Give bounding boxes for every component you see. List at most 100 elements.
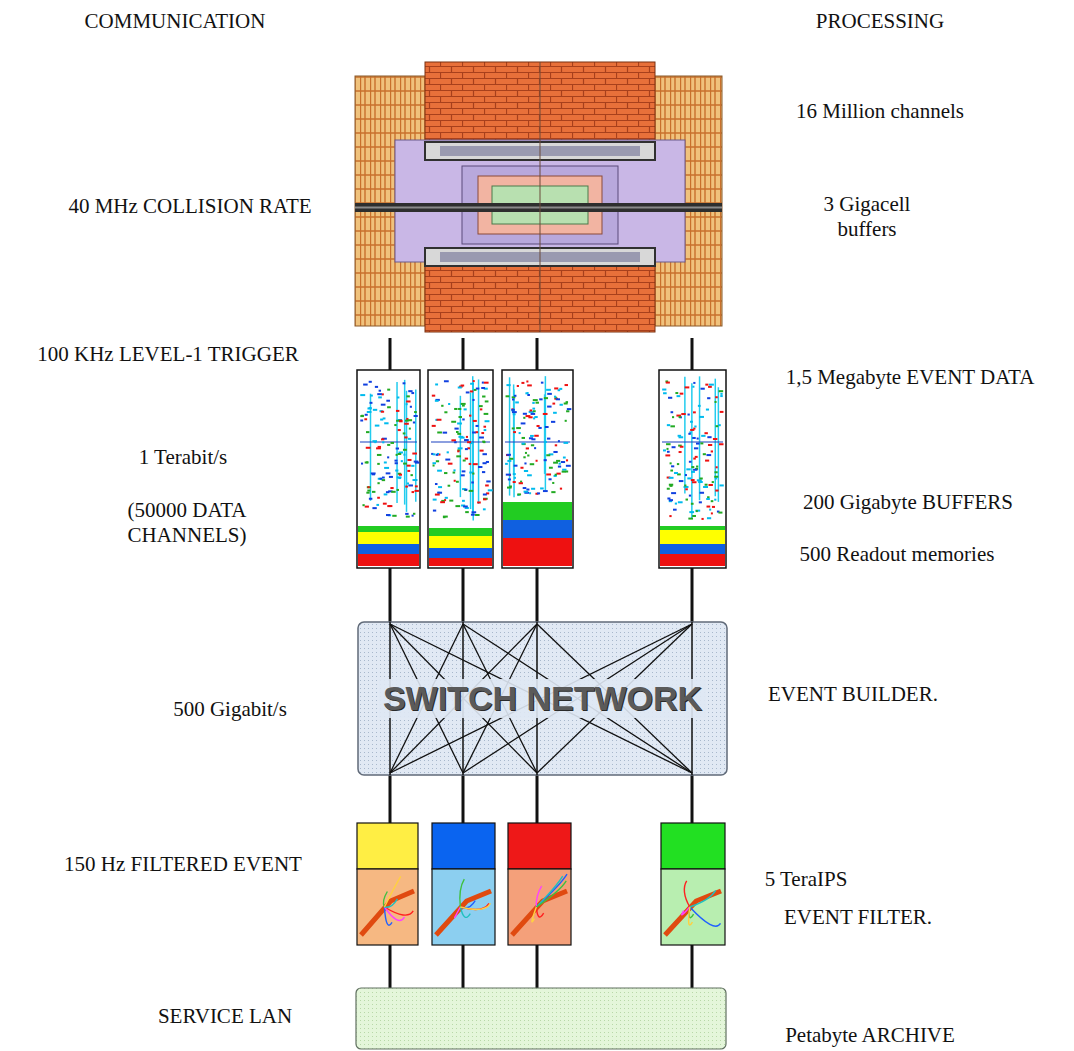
filter-head: [357, 823, 418, 869]
hit-dot: [382, 477, 385, 479]
hit-dot: [692, 437, 696, 439]
hit-dot: [539, 398, 542, 400]
hit-dot: [696, 466, 698, 468]
hit-dot: [397, 396, 399, 398]
hit-dot: [454, 441, 457, 443]
hit-dot: [713, 438, 717, 440]
hit-dot: [403, 449, 407, 451]
hit-dot: [708, 484, 712, 486]
hit-dot: [514, 477, 516, 479]
hit-dot: [377, 482, 379, 484]
hit-dot: [526, 447, 529, 449]
hit-dot: [365, 414, 368, 416]
hit-dot: [707, 436, 711, 438]
readout-memory: [428, 370, 493, 568]
hit-dot: [706, 409, 709, 411]
hit-dot: [433, 510, 436, 512]
hit-dot: [482, 441, 485, 443]
hit-dot: [700, 442, 703, 444]
hit-dot: [379, 390, 381, 392]
hit-dot: [669, 515, 671, 517]
hit-dot: [364, 418, 367, 420]
hit-dot: [435, 400, 439, 402]
hit-dot: [696, 443, 700, 445]
hit-dot: [394, 460, 397, 462]
hit-dot: [566, 465, 571, 467]
buffer-band: [503, 538, 572, 566]
hit-dot: [476, 388, 480, 390]
filter-body: [357, 869, 418, 945]
hit-dot: [688, 518, 693, 520]
hit-dot: [486, 480, 490, 482]
hit-dot: [432, 462, 436, 464]
hit-dot: [408, 438, 411, 440]
hit-dot: [461, 474, 465, 476]
hit-dot: [537, 492, 540, 494]
hit-dot: [681, 413, 685, 415]
hit-dot: [714, 401, 716, 403]
hit-dot: [406, 395, 409, 397]
hit-dot: [720, 411, 724, 413]
hit-dot: [367, 486, 369, 488]
hit-dot: [381, 438, 384, 440]
hit-dot: [378, 446, 381, 448]
hit-dot: [693, 469, 697, 471]
hit-dot: [377, 393, 382, 395]
drawing: [355, 62, 727, 1049]
beam-pipe-core: [355, 207, 722, 209]
hit-dot: [705, 384, 708, 386]
readout-frame: [357, 370, 420, 568]
hit-dot: [697, 438, 699, 440]
hit-dot: [480, 408, 483, 410]
hit-dot: [663, 392, 667, 394]
hit-dot: [703, 486, 708, 488]
buffer-band: [429, 536, 492, 548]
hit-dot: [508, 478, 511, 480]
hit-dot: [689, 495, 691, 497]
hit-dot: [484, 429, 487, 431]
hit-dot: [558, 440, 560, 442]
buffer-band: [503, 520, 572, 538]
buffer-band: [660, 526, 725, 530]
hit-dot: [703, 453, 706, 455]
builder-link: [536, 568, 539, 622]
track-line: [431, 441, 490, 442]
hit-dot: [476, 431, 479, 433]
track-curve: [690, 907, 721, 926]
hit-dot: [483, 494, 487, 496]
hit-dot: [526, 489, 529, 491]
annotation-label: SERVICE LAN: [158, 1004, 292, 1029]
hit-dot: [369, 498, 372, 500]
track-line: [718, 387, 720, 502]
hit-dot: [383, 417, 386, 419]
buffer-band: [358, 554, 419, 566]
hit-dot: [433, 499, 437, 501]
hit-dot: [707, 496, 709, 498]
hit-dot: [367, 490, 370, 492]
hit-dot: [371, 472, 376, 474]
track-curve: [684, 881, 690, 907]
hit-dot: [549, 478, 552, 480]
hit-dot: [523, 487, 527, 489]
hit-dot: [482, 453, 486, 455]
annotation-label: 3 Gigacell buffers: [802, 192, 932, 242]
hit-dot: [532, 408, 535, 410]
hit-dot: [443, 516, 448, 518]
hit-dot: [398, 453, 402, 455]
hit-dot: [387, 389, 390, 391]
buffer-band: [429, 528, 492, 536]
hit-dot: [413, 421, 415, 423]
hit-dot: [369, 381, 372, 383]
hit-dot: [483, 498, 486, 500]
hit-dot: [662, 389, 666, 391]
hit-dot: [684, 485, 686, 487]
hit-dot: [433, 465, 435, 467]
filter-body: [508, 869, 571, 945]
buffer-band: [429, 558, 492, 566]
hit-dot: [708, 444, 712, 446]
hit-dot: [712, 481, 714, 483]
track-line: [360, 441, 417, 442]
annotation-label: 1 Terabit/s: [139, 445, 228, 470]
hit-dot: [696, 510, 698, 512]
hit-dot: [440, 501, 445, 503]
